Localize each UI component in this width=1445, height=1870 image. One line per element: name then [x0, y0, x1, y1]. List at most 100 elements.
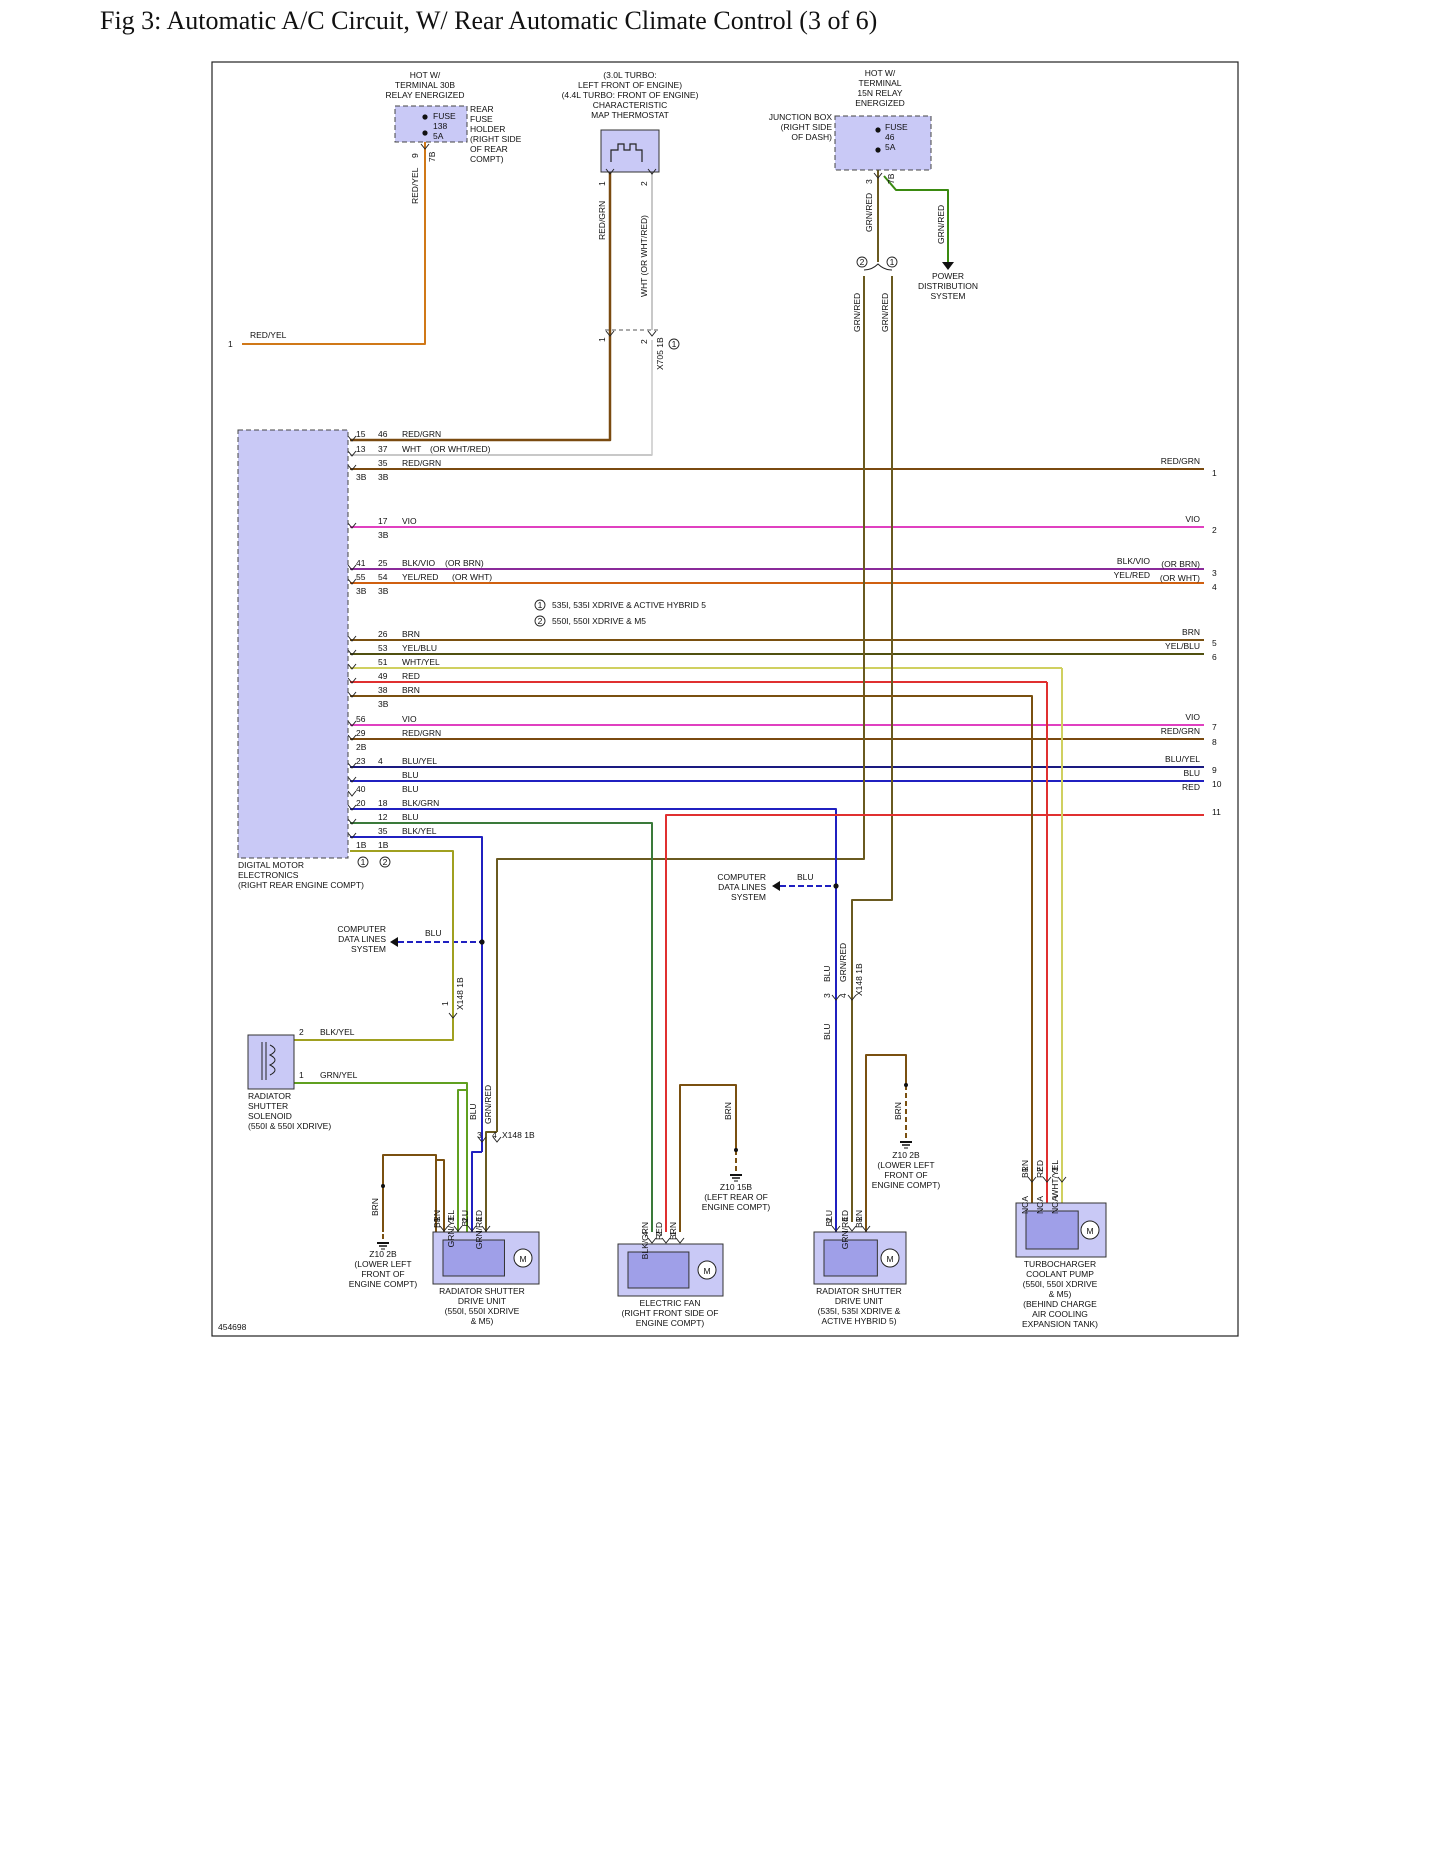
variant-circle-1 [886, 256, 898, 268]
ground-right-label: ENGINE COMPT) [872, 1180, 941, 1190]
connector-chevron [647, 1237, 657, 1244]
shutter2-pin: 2 [824, 1217, 834, 1222]
output-wire-alt: (OR WHT) [1160, 573, 1200, 583]
shutter1-pin: 2 [460, 1217, 470, 1222]
fuse138-pin: 9 [410, 153, 420, 158]
wire-brn-fan [679, 1084, 737, 1232]
fuse46-header: TERMINAL [859, 78, 902, 88]
thermostat-box [600, 129, 660, 173]
wire-blu-shutter2 [350, 808, 837, 1232]
fuse138-header: RELAY ENERGIZED [385, 90, 464, 100]
wire-blk-yel-solenoid [280, 850, 454, 1041]
power-arrow [942, 262, 954, 270]
output-wire-label: YEL/RED [1114, 570, 1150, 580]
thermostat-header: (3.0L TURBO: [603, 70, 656, 80]
splice-dot [875, 147, 881, 153]
x148-right-pin4: 4 [838, 993, 848, 998]
shutter2-label: DRIVE UNIT [835, 1296, 883, 1306]
fuse46-box [834, 115, 932, 171]
ground-left-wire: BRN [370, 1198, 380, 1216]
ground-left-dot [381, 1184, 385, 1188]
splice-dot [875, 127, 881, 133]
dme-note-2-number: 2 [383, 857, 388, 867]
motor-letter: M [703, 1266, 710, 1276]
solenoid-wire2: BLK/YEL [320, 1027, 355, 1037]
fuse46-label: FUSE [885, 122, 908, 132]
output-number: 9 [1212, 765, 1217, 775]
dme-wire-alt: (OR WHT) [452, 572, 492, 582]
dme-pin-a: 2B [356, 742, 367, 752]
fuse46-header: ENERGIZED [855, 98, 905, 108]
dme-pin-a: 3B [356, 586, 367, 596]
x148-mid-conn: X148 1B [502, 1130, 535, 1140]
grn-red-left-label: GRN/RED [852, 293, 862, 332]
cdl-right-label: DATA LINES [718, 882, 766, 892]
output-number: 5 [1212, 638, 1217, 648]
dme-pin-b: 37 [378, 444, 388, 454]
wire-grn-yel-solenoid [290, 1082, 468, 1232]
connector-chevron [605, 168, 615, 175]
x148-right-grn-red: GRN/RED [838, 943, 848, 982]
output-number: 6 [1212, 652, 1217, 662]
fuse46-label: 5A [885, 142, 896, 152]
output-wire-label: BLU/YEL [1165, 754, 1200, 764]
legend-circle [534, 615, 546, 627]
cdl-right-label: COMPUTER [717, 872, 766, 882]
fuse46-label: 46 [885, 132, 895, 142]
dme-module [237, 429, 349, 859]
ground-mid-label: (LEFT REAR OF [704, 1192, 768, 1202]
dme-pin-b: 3B [378, 472, 389, 482]
shutter2-wire: BLU [824, 1210, 834, 1227]
cdl-right-splice [833, 883, 839, 889]
fuse46-junction-label: JUNCTION BOX [769, 112, 833, 122]
splice-dot [422, 114, 428, 120]
shutter2-wire: BRN [854, 1210, 864, 1228]
output-number: 7 [1212, 722, 1217, 732]
legend-circle [534, 599, 546, 611]
output-wire-alt: (OR BRN) [1161, 559, 1200, 569]
output-wire-label: RED/GRN [1161, 726, 1200, 736]
variant-circle-2-number: 2 [860, 257, 865, 267]
x148-mid-pin4: 4 [492, 1130, 497, 1140]
fan-label: (RIGHT FRONT SIDE OF [622, 1308, 719, 1318]
fuse46-junction-label: OF DASH) [791, 132, 832, 142]
fan-wire: BRN [668, 1222, 678, 1240]
dme-terminal [347, 720, 357, 727]
fuse138-box [394, 105, 468, 143]
pump-nca: NCA [1050, 1196, 1060, 1214]
shutter1-wire: BRN [432, 1210, 442, 1228]
motor-letter: M [519, 1254, 526, 1264]
wire-brn-shutter1-ground [382, 1154, 437, 1232]
dme-label: ELECTRONICS [238, 870, 299, 880]
output-number: 8 [1212, 737, 1217, 747]
dme-terminal [347, 464, 357, 471]
radiator-shutter-drive-unit-2-housing [823, 1239, 878, 1277]
pump-wire: BRN [1020, 1160, 1030, 1178]
wire-wht-to-dme [350, 340, 653, 456]
dme-pin-a: 23 [356, 756, 366, 766]
dme-pin-a: 13 [356, 444, 366, 454]
pump-label: (BEHIND CHARGE [1023, 1299, 1097, 1309]
x705-pin1: 1 [597, 337, 607, 342]
fuse138-holder: OF REAR [470, 144, 508, 154]
x148-mid-grn-red: GRN/RED [483, 1085, 493, 1124]
dme-pin-a: 20 [356, 798, 366, 808]
dme-pin-b: 46 [378, 429, 388, 439]
power-distribution-label: SYSTEM [931, 291, 966, 301]
output-wire-label: RED [1182, 782, 1200, 792]
dme-pin-a: 1B [356, 840, 367, 850]
wire-layer [242, 142, 1204, 1243]
connector-chevron [661, 1237, 671, 1244]
motor-symbol [697, 1260, 717, 1280]
connector-chevron [467, 1225, 477, 1232]
shutter1-pin: 4 [474, 1217, 484, 1222]
ground-left-label: Z10 2B [369, 1249, 397, 1259]
legend-text: 550I, 550I XDRIVE & M5 [552, 616, 646, 626]
cdl-left-wire: BLU [425, 928, 442, 938]
component-layer [237, 105, 1107, 1297]
cdl-right-wire: BLU [797, 872, 814, 882]
dme-wire-label: BLU [402, 784, 419, 794]
dme-terminal [347, 832, 357, 839]
dme-note-2 [379, 856, 391, 868]
